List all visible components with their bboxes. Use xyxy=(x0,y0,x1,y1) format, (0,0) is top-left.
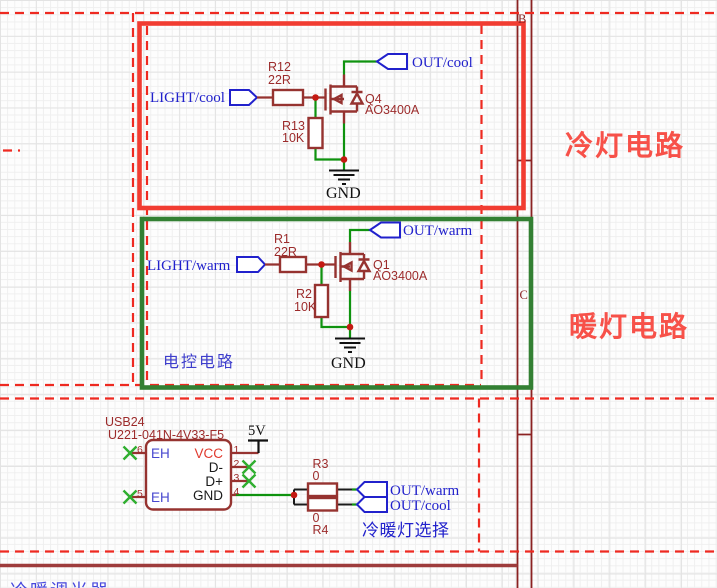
usb-ic-body[interactable] xyxy=(144,438,233,511)
cool-mosfet-symbol[interactable] xyxy=(324,74,365,124)
select-resistor-top-value[interactable]: 0 xyxy=(312,469,320,483)
cool-mosfet-part[interactable]: AO3400A xyxy=(365,103,420,117)
pin-name-d-minus: D- xyxy=(208,459,223,475)
pin-number-1: 1 xyxy=(233,443,240,456)
cool-series-resistor-symbol[interactable] xyxy=(271,88,305,107)
cool-pulldown-resistor-symbol[interactable] xyxy=(307,116,324,150)
cool-input-net-label[interactable]: LIGHT/cool xyxy=(150,89,225,106)
pin-number-6: 6 xyxy=(137,443,143,456)
warm-series-resistor-value[interactable]: 22R xyxy=(274,245,297,259)
bottom-clipped-label[interactable]: 冷暖调光器 xyxy=(10,582,110,588)
out-warm-net-label[interactable]: OUT/warm xyxy=(390,482,460,499)
select-resistor-top-symbol[interactable] xyxy=(306,482,339,498)
warm-output-port-shape[interactable] xyxy=(368,221,401,239)
pin-name-gnd: GND xyxy=(193,487,223,503)
cool-output-port-shape[interactable] xyxy=(375,53,408,70)
warm-input-net-label[interactable]: LIGHT/warm xyxy=(147,257,231,274)
warm-mosfet-symbol[interactable] xyxy=(334,242,372,291)
warm-series-resistor-symbol[interactable] xyxy=(278,255,308,274)
select-resistor-bottom-symbol[interactable] xyxy=(306,496,339,512)
warm-pulldown-resistor-ref[interactable]: R2 xyxy=(296,286,312,301)
wire[interactable] xyxy=(352,488,357,506)
pin-number-2: 2 xyxy=(233,457,240,470)
cool-section-label[interactable]: 冷灯电路 xyxy=(565,129,686,161)
wire[interactable] xyxy=(320,228,371,339)
cool-series-resistor-value[interactable]: 22R xyxy=(268,72,291,87)
warm-mosfet-part[interactable]: AO3400A xyxy=(373,269,428,283)
warm-gnd-label[interactable]: GND xyxy=(331,354,366,372)
usb-circuit-graphics[interactable] xyxy=(122,438,388,513)
junction-dot xyxy=(318,261,325,268)
pin-number-3: 3 xyxy=(233,471,240,484)
warm-gnd-symbol[interactable] xyxy=(335,337,365,353)
pin-name-eh-6: EH xyxy=(151,445,170,461)
pin-name-eh-5: EH xyxy=(151,489,170,505)
warm-input-port-shape[interactable] xyxy=(236,256,267,273)
cool-pulldown-resistor-ref[interactable]: R13 xyxy=(282,118,305,133)
warm-pulldown-resistor-value[interactable]: 10K xyxy=(294,299,317,314)
select-resistor-top-ref[interactable]: R3 xyxy=(312,456,329,471)
selector-label[interactable]: 冷暖灯选择 xyxy=(362,520,450,540)
warm-output-net-label[interactable]: OUT/warm xyxy=(403,223,473,239)
power-5v-label[interactable]: 5V xyxy=(248,422,266,439)
sheet-zone-b: B xyxy=(518,12,527,26)
pin-name-vcc: VCC xyxy=(194,445,223,461)
usb-ic-part[interactable]: U221-041N-4V33-F5 xyxy=(108,427,225,442)
no-connect-x-icon xyxy=(122,445,257,505)
pin-stub[interactable] xyxy=(132,451,259,499)
warm-circuit-highlight-box[interactable] xyxy=(139,216,534,390)
cool-circuit-highlight-box[interactable] xyxy=(137,21,526,211)
out-cool-port-shape[interactable] xyxy=(355,496,388,513)
junction-dot xyxy=(312,94,319,101)
power-5v-symbol[interactable] xyxy=(248,439,268,454)
pin-number-4: 4 xyxy=(233,485,240,498)
out-warm-port-shape[interactable] xyxy=(355,481,388,498)
sheet-zone-c: C xyxy=(519,287,528,302)
out-cool-net-label[interactable]: OUT/cool xyxy=(390,497,451,514)
cool-mosfet-ref[interactable]: Q4 xyxy=(365,91,382,106)
region-dashed-outlines[interactable] xyxy=(0,11,717,553)
junction-dot xyxy=(290,491,298,499)
junction-dot xyxy=(340,156,348,163)
cool-body-diode xyxy=(349,86,365,112)
cool-circuit-graphics[interactable] xyxy=(229,53,408,185)
cool-series-resistor-ref[interactable]: R12 xyxy=(268,60,291,74)
control-block-label[interactable]: 电控电路 xyxy=(163,353,236,371)
cool-gnd-symbol[interactable] xyxy=(329,169,359,185)
junction-dot xyxy=(346,323,354,331)
sheet-border xyxy=(0,0,533,588)
warm-mosfet-ref[interactable]: Q1 xyxy=(373,257,390,272)
usb-ic-ref[interactable]: USB24 xyxy=(105,414,145,429)
warm-circuit-graphics[interactable] xyxy=(236,221,401,353)
warm-section-label[interactable]: 暖灯电路 xyxy=(569,310,690,342)
cool-gnd-label[interactable]: GND xyxy=(326,185,361,202)
warm-body-diode xyxy=(356,254,372,279)
warm-series-resistor-ref[interactable]: R1 xyxy=(274,232,290,246)
cool-output-net-label[interactable]: OUT/cool xyxy=(412,55,473,71)
pin-name-d-plus: D+ xyxy=(205,473,223,489)
warm-pulldown-resistor-symbol[interactable] xyxy=(313,283,330,319)
select-resistor-bottom-value[interactable]: 0 xyxy=(312,510,320,525)
cool-pulldown-resistor-value[interactable]: 10K xyxy=(282,131,305,145)
wire[interactable] xyxy=(314,60,378,171)
cool-input-port-shape[interactable] xyxy=(229,89,259,106)
select-resistor-bottom-ref[interactable]: R4 xyxy=(312,522,329,537)
pin-number-5: 5 xyxy=(137,487,143,500)
